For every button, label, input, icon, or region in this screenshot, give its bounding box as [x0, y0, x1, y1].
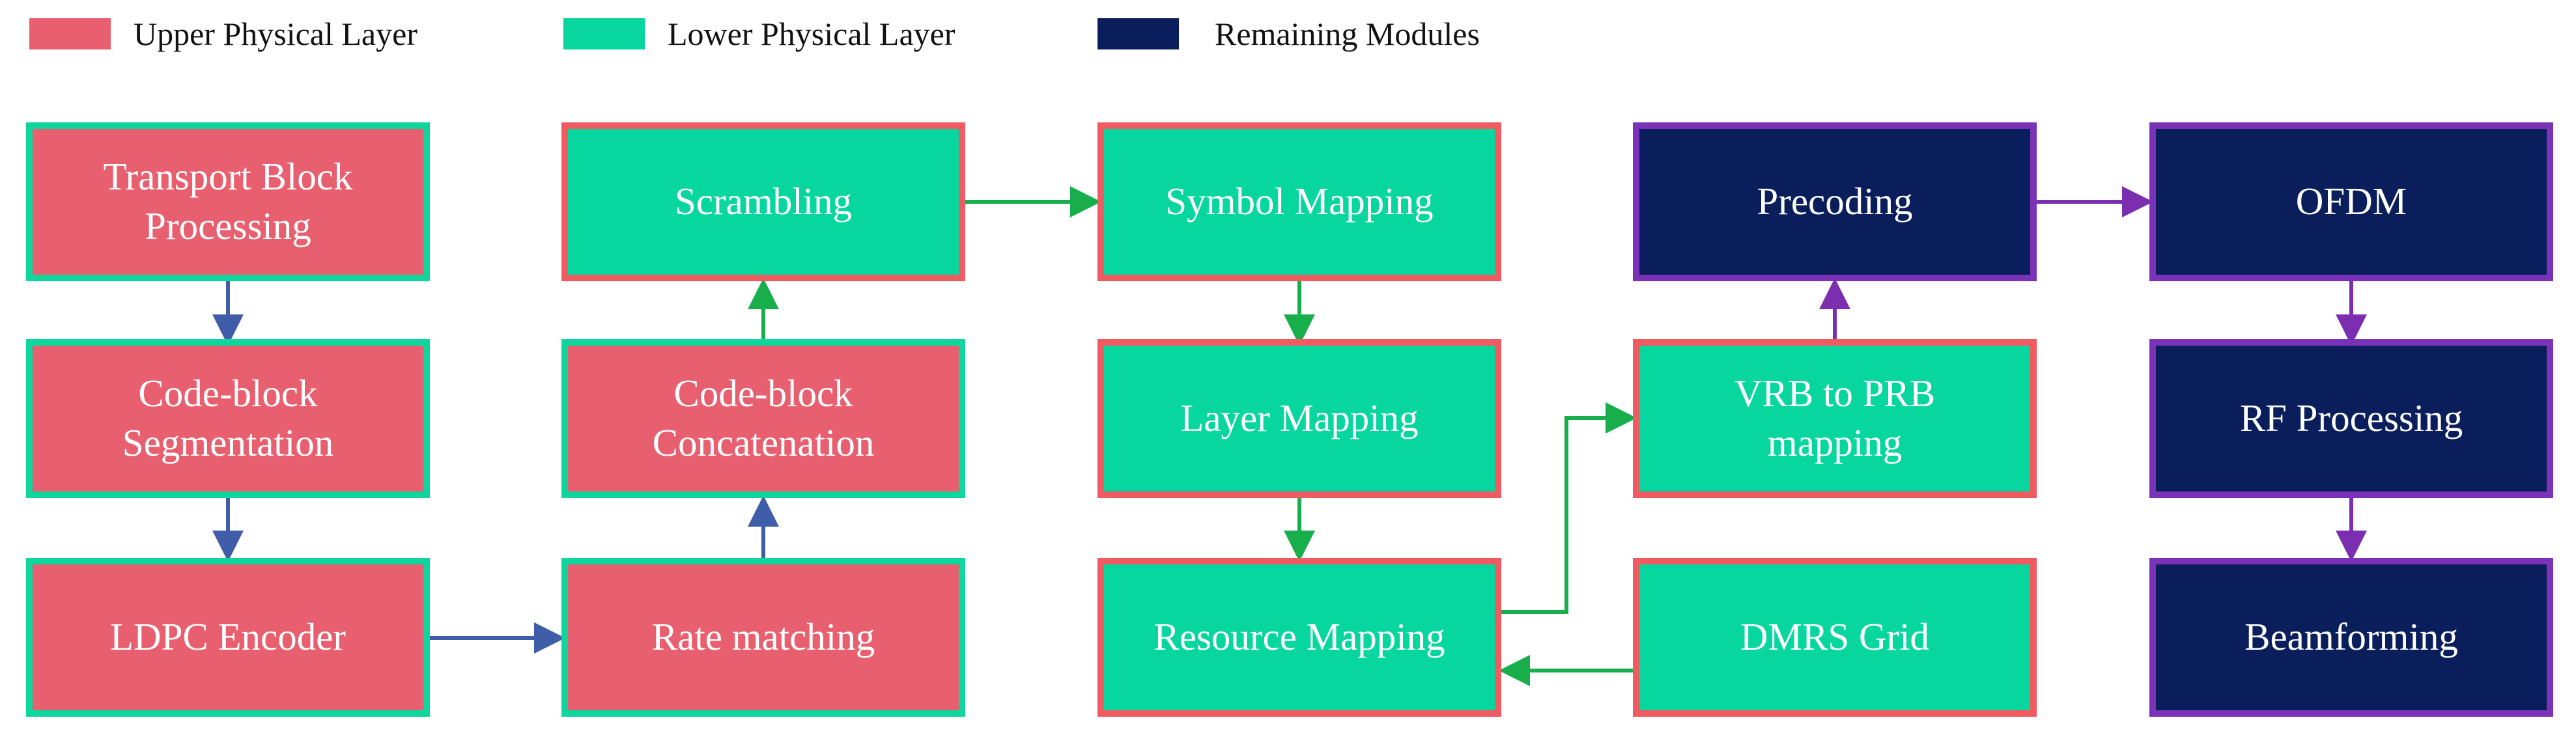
block-rf-processing: RF Processing — [2149, 339, 2553, 498]
legend-label-remaining: Remaining Modules — [1215, 16, 1480, 52]
block-label-line: Code-block — [673, 372, 853, 415]
block-label-line: OFDM — [2295, 180, 2407, 223]
block-label-line: RF Processing — [2239, 396, 2463, 440]
block-rate-matching: Rate matching — [561, 558, 965, 717]
block-transport-block-processing: Transport Block Processing — [26, 122, 430, 281]
block-label-line: Code-block — [138, 372, 318, 415]
block-label-line: Layer Mapping — [1180, 396, 1419, 440]
block-dmrs-grid: DMRS Grid — [1633, 558, 2037, 717]
legend-label-lower: Lower Physical Layer — [668, 16, 955, 52]
block-precoding: Precoding — [1633, 122, 2037, 281]
arrow-resource-to-vrb — [1501, 402, 1637, 614]
block-label-line: LDPC Encoder — [109, 615, 347, 659]
block-code-block-concatenation: Code-block Concatenation — [561, 339, 965, 498]
block-layer-mapping: Layer Mapping — [1097, 339, 1501, 498]
block-code-block-segmentation: Code-block Segmentation — [26, 339, 430, 498]
block-label-line: Scrambling — [674, 180, 852, 223]
block-label-line: VRB to PRB — [1734, 372, 1936, 415]
block-symbol-mapping: Symbol Mapping — [1097, 122, 1501, 281]
block-label-line: Precoding — [1757, 180, 1913, 223]
block-beamforming: Beamforming — [2149, 558, 2553, 717]
block-label-line: mapping — [1767, 421, 1903, 464]
block-label-line: Processing — [145, 204, 311, 247]
legend-swatch-upper — [29, 18, 111, 49]
legend-label-upper: Upper Physical Layer — [134, 16, 418, 52]
block-label-line: Beamforming — [2244, 615, 2458, 659]
block-label-line: Transport Block — [103, 155, 353, 199]
block-vrb-to-prb-mapping: VRB to PRB mapping — [1633, 339, 2037, 498]
block-label-line: Segmentation — [122, 421, 334, 464]
block-label-line: Concatenation — [652, 421, 875, 464]
block-scrambling: Scrambling — [561, 122, 965, 281]
legend-swatch-remaining — [1097, 18, 1179, 49]
block-resource-mapping: Resource Mapping — [1097, 558, 1501, 717]
block-label-line: Rate matching — [651, 615, 875, 659]
block-label-line: Symbol Mapping — [1165, 180, 1434, 223]
block-label-line: Resource Mapping — [1154, 615, 1445, 659]
legend-swatch-lower — [563, 18, 645, 49]
block-ofdm: OFDM — [2149, 122, 2553, 281]
block-ldpc-encoder: LDPC Encoder — [26, 558, 430, 717]
block-label-line: DMRS Grid — [1740, 615, 1930, 659]
